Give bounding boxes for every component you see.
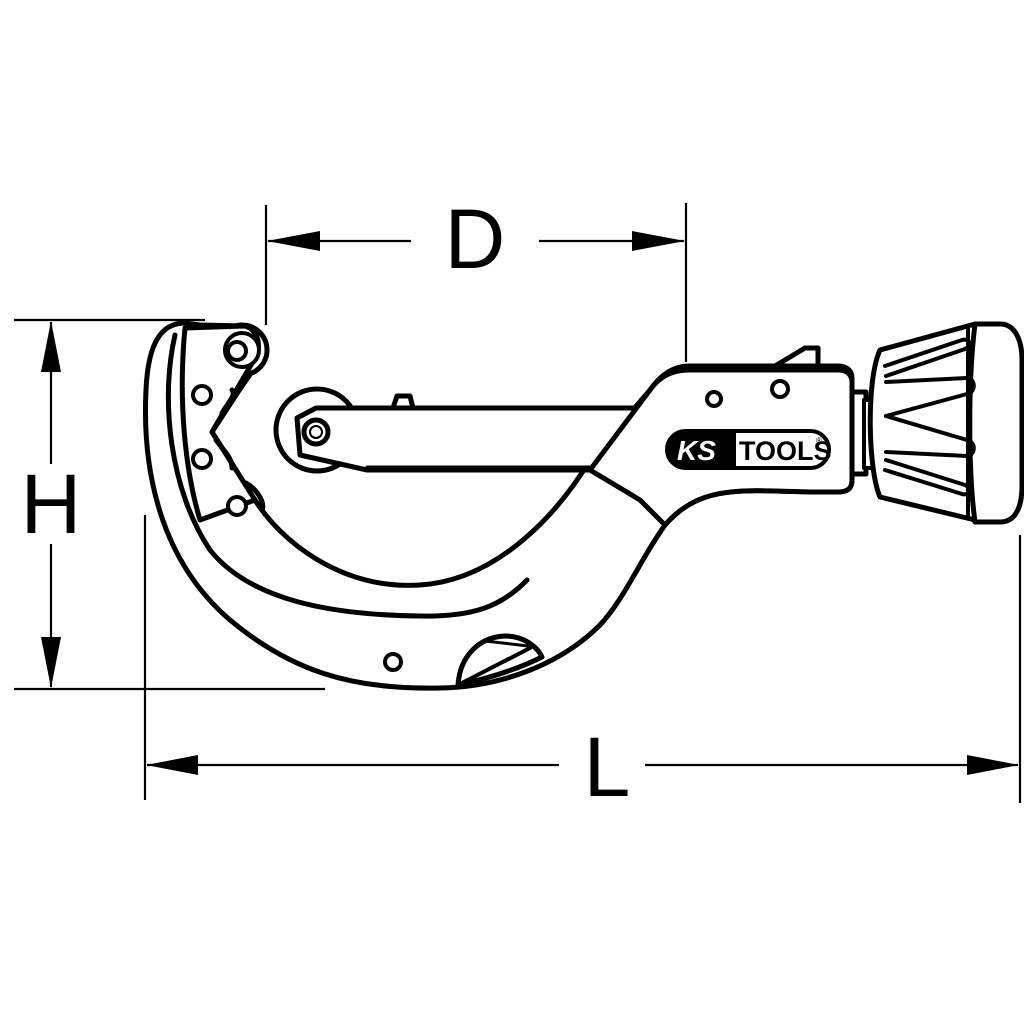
rivet-hole bbox=[226, 340, 248, 362]
knob-ridge bbox=[884, 376, 976, 418]
knob-ridge bbox=[883, 337, 972, 378]
roller-bump-3 bbox=[243, 480, 266, 513]
logo-dark-segment bbox=[666, 431, 736, 468]
logo-ks-text: KS bbox=[677, 435, 716, 466]
arrow-down-icon bbox=[41, 637, 61, 688]
adjustment-knob[interactable] bbox=[867, 321, 1024, 525]
arrow-right-icon bbox=[967, 755, 1019, 775]
logo-registered-mark: ® bbox=[816, 436, 822, 445]
dimension-l: L bbox=[143, 515, 1022, 814]
roller-bump-1 bbox=[219, 387, 236, 416]
arrow-left-icon bbox=[267, 231, 320, 251]
rivet-hole bbox=[191, 448, 213, 470]
housing-fin bbox=[772, 345, 821, 369]
roller-bump-2 bbox=[213, 437, 235, 471]
rivet-hole bbox=[770, 379, 790, 399]
axle-bolt-inner bbox=[309, 425, 323, 439]
rivet-hole bbox=[383, 652, 403, 672]
rivet-hole bbox=[705, 390, 723, 408]
arrow-left-icon bbox=[146, 755, 198, 775]
arrow-up-icon bbox=[41, 321, 61, 372]
knob-ridge bbox=[883, 458, 972, 497]
dimension-label-d: D bbox=[445, 192, 506, 286]
jaw-plate bbox=[179, 323, 261, 523]
deburrer-blade bbox=[458, 646, 532, 686]
logo-tools-text: TOOLS bbox=[739, 436, 832, 466]
brand-logo: KS TOOLS ® bbox=[665, 429, 832, 470]
dimension-label-l: L bbox=[584, 720, 631, 814]
rivet-hole bbox=[226, 495, 248, 517]
dimension-h: H bbox=[14, 318, 325, 691]
dimension-d: D bbox=[264, 192, 688, 362]
rivet-hole bbox=[191, 384, 213, 406]
dimension-label-h: H bbox=[21, 457, 82, 551]
deburrer-edge bbox=[483, 639, 530, 648]
knob-ridge bbox=[884, 414, 976, 458]
arrow-right-icon bbox=[632, 231, 685, 251]
sliding-arm bbox=[273, 386, 653, 474]
knob-cap[interactable] bbox=[967, 321, 1024, 525]
axle-bolt bbox=[301, 417, 331, 447]
c-frame-groove bbox=[165, 332, 530, 619]
pipe-cutter-body: KS TOOLS ® bbox=[143, 320, 1024, 691]
